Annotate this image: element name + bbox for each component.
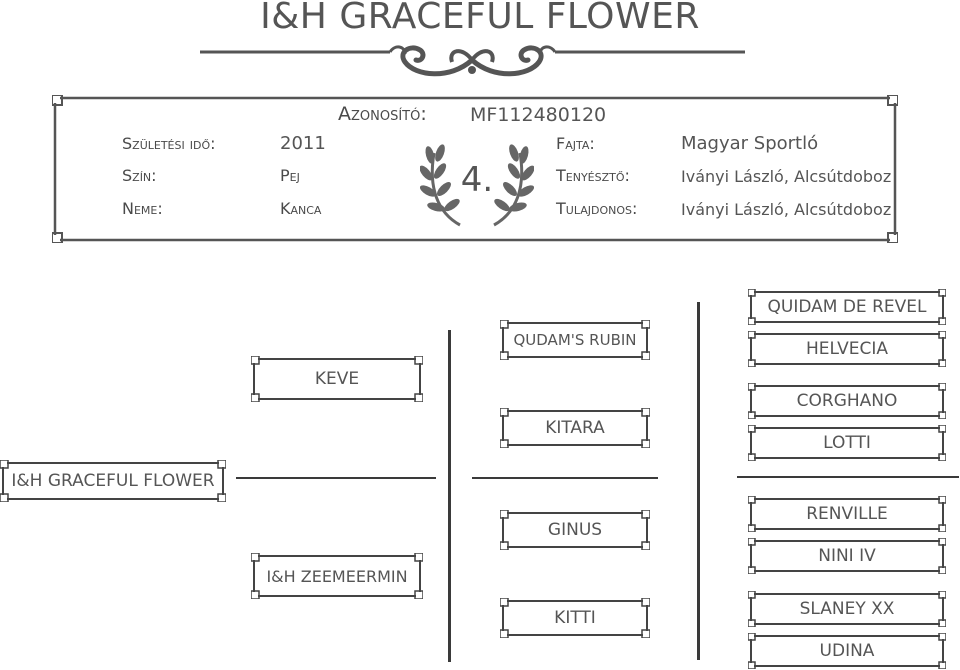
connector-line (737, 476, 959, 478)
birth-label: Születési idő: (122, 134, 216, 153)
pedigree-g3-name: NINI IV (818, 546, 876, 566)
box-frame (500, 320, 650, 360)
box-frame (500, 408, 650, 448)
pedigree-dam-sire-box: GINUS (500, 510, 650, 550)
breeder-value: Iványi László, Alcsútdoboz (681, 167, 892, 186)
id-label: Azonosító: (338, 103, 427, 125)
box-frame (748, 538, 946, 574)
rank-number: 4. (460, 160, 494, 200)
pedigree-dam-dam-box: KITTI (500, 598, 650, 638)
pedigree-sire-name: KEVE (314, 369, 360, 389)
box-frame (500, 510, 650, 550)
pedigree-g3-box: CORGHANO (748, 383, 946, 419)
pedigree-g3-name: CORGHANO (796, 391, 898, 411)
box-frame (748, 331, 946, 367)
color-label: Szín: (122, 166, 157, 185)
pedigree-dam-name: I&H ZEEMEERMIN (266, 566, 408, 586)
info-frame (52, 95, 898, 243)
box-frame (748, 425, 946, 461)
box-frame (748, 289, 946, 325)
box-frame (748, 383, 946, 419)
pedigree-horse-name: I&H GRACEFUL FLOWER (11, 471, 215, 491)
box-frame (748, 633, 946, 669)
pedigree-g3-box: LOTTI (748, 425, 946, 461)
pedigree-g3-box: RENVILLE (748, 496, 946, 532)
connector-line (697, 302, 700, 660)
breed-label: Fajta: (556, 134, 595, 153)
box-frame (748, 591, 946, 627)
pedigree-sire-sire-name: QUDAM'S RUBIN (513, 331, 637, 349)
page-title: I&H GRACEFUL FLOWER (260, 0, 700, 37)
pedigree-dam-box: I&H ZEEMEERMIN (251, 553, 423, 599)
connector-line (448, 330, 451, 662)
color-value: Pej (280, 166, 300, 185)
breeder-label: Tenyésztő: (556, 166, 630, 185)
connector-line (236, 477, 436, 479)
pedigree-sire-dam-name: KITARA (545, 418, 605, 438)
pedigree-g3-box: QUIDAM DE REVEL (748, 289, 946, 325)
laurel-wreath-icon (420, 144, 534, 227)
pedigree-g3-box: UDINA (748, 633, 946, 669)
box-frame (251, 553, 423, 599)
pedigree-g3-box: HELVECIA (748, 331, 946, 367)
pedigree-g3-name: QUIDAM DE REVEL (767, 297, 927, 317)
pedigree-g3-name: RENVILLE (806, 504, 888, 524)
scroll-ornament-icon (200, 45, 745, 77)
owner-value: Iványi László, Alcsútdoboz (681, 200, 892, 219)
pedigree-sire-sire-box: QUDAM'S RUBIN (500, 320, 650, 360)
box-frame (251, 356, 423, 402)
pedigree-g3-name: LOTTI (823, 433, 871, 453)
pedigree-g3-box: SLANEY XX (748, 591, 946, 627)
sex-label: Neme: (122, 199, 163, 218)
pedigree-g3-box: NINI IV (748, 538, 946, 574)
pedigree-sire-box: KEVE (251, 356, 423, 402)
pedigree-dam-sire-name: GINUS (547, 520, 603, 540)
box-frame (748, 496, 946, 532)
pedigree-g3-name: SLANEY XX (799, 599, 895, 619)
pedigree-g3-name: UDINA (819, 641, 875, 661)
owner-label: Tulajdonos: (556, 199, 638, 218)
box-frame (500, 598, 650, 638)
pedigree-horse-box: I&H GRACEFUL FLOWER (0, 460, 226, 502)
id-value: MF112480120 (470, 104, 607, 126)
box-frame (0, 460, 226, 502)
birth-value: 2011 (280, 133, 326, 154)
pedigree-g3-name: HELVECIA (805, 339, 888, 359)
breed-value: Magyar Sportló (681, 133, 819, 154)
sex-value: Kanca (280, 199, 322, 218)
pedigree-dam-dam-name: KITTI (554, 608, 596, 628)
pedigree-sire-dam-box: KITARA (500, 408, 650, 448)
connector-line (472, 477, 658, 479)
